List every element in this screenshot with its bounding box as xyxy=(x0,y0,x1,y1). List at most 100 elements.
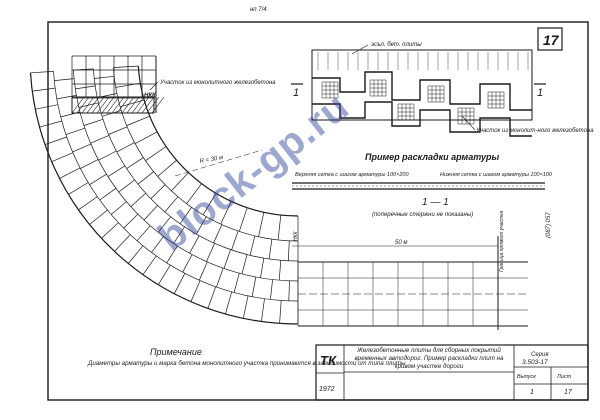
curve-arc xyxy=(137,65,299,217)
slab-joint xyxy=(116,142,135,153)
hatch-line xyxy=(111,96,125,114)
hatch-line xyxy=(121,96,135,114)
section-note: (поперечные стержни не показаны) xyxy=(372,212,473,218)
header-mark: нп 7/4 xyxy=(250,7,267,13)
slab-joint xyxy=(101,222,119,239)
label-top-mesh: Верхняя сетка с шагом арматуры 100×200 xyxy=(295,172,409,178)
hatch-line xyxy=(91,96,105,114)
slab-joint xyxy=(126,157,144,169)
tb-sheet: 17 xyxy=(564,389,573,396)
label-bottom-mesh: Нижняя сетка с шагом арматуры 100×100 xyxy=(440,172,553,178)
slab-joint xyxy=(98,150,117,161)
hatch-line xyxy=(81,96,95,114)
label-straight-border: Граница прямого участка xyxy=(499,210,505,272)
slab-joint xyxy=(123,213,139,229)
slab-joint xyxy=(30,71,54,74)
curve-arc xyxy=(73,70,299,282)
hatch-line xyxy=(116,96,130,114)
slab-joint xyxy=(186,183,202,204)
slab-joint xyxy=(94,75,115,79)
slab-joint xyxy=(216,268,224,288)
tb-series-label: Серия xyxy=(531,352,549,358)
slab-joint xyxy=(202,193,217,215)
tb-description: Железобетонные плиты для сборных покрыти… xyxy=(354,347,504,370)
hatch-line xyxy=(96,96,110,114)
hatch-line xyxy=(141,96,155,114)
tb-issue: 1 xyxy=(530,389,534,396)
sheet-number: 17 xyxy=(543,32,560,48)
slab-joint xyxy=(120,99,145,108)
slab-joint xyxy=(251,276,257,297)
note-title: Примечание xyxy=(150,347,202,357)
slab-joint xyxy=(128,245,144,264)
slab-joint xyxy=(260,258,265,278)
example-title: Пример раскладки арматуры xyxy=(365,152,499,162)
label-monolithic-left: Участок из монолитного железобетона xyxy=(159,80,276,86)
slab-joint xyxy=(136,225,151,242)
slab-joint xyxy=(89,209,108,225)
slab-joint xyxy=(288,280,290,301)
slab-joint xyxy=(78,196,98,211)
monolithic-insert xyxy=(71,96,155,114)
level-mark: НКК xyxy=(144,93,157,99)
dim-vertical: (087) 057 xyxy=(546,212,552,238)
slab-joint xyxy=(190,280,201,302)
radius-line xyxy=(174,149,263,177)
leader-edge xyxy=(351,44,369,55)
slab-joint xyxy=(157,216,171,233)
title-block: ТК 1972 Железобетонные плиты для сборных… xyxy=(315,344,589,401)
slab-joint xyxy=(143,205,158,221)
section-title: 1 — 1 xyxy=(422,197,449,208)
slab-joint xyxy=(166,245,178,264)
slab-joint xyxy=(258,212,265,237)
slab-joint xyxy=(279,300,282,324)
tb-year: 1972 xyxy=(319,386,335,393)
slab-joint xyxy=(134,131,158,145)
tb-sheet-label: Лист xyxy=(556,374,572,380)
slab-joint xyxy=(126,115,150,126)
note-text-line-1: Диаметры арматуры и марка бетона монолит… xyxy=(87,360,406,367)
hatch-line xyxy=(71,96,85,114)
slab-joint xyxy=(68,182,89,195)
slab-joint xyxy=(75,85,96,90)
slab-joint xyxy=(80,159,99,169)
hatch-line xyxy=(101,96,115,114)
slab-joint xyxy=(108,126,128,135)
slab-joint xyxy=(89,173,107,185)
slab-joint xyxy=(35,104,58,110)
slab-joint xyxy=(173,226,185,244)
slab-joint xyxy=(39,120,62,128)
slab-joint xyxy=(157,159,177,177)
slab-joint xyxy=(164,196,179,213)
straight-section xyxy=(297,236,528,330)
section-mark-right: 1 xyxy=(537,87,543,99)
slab-joint xyxy=(54,78,75,81)
slab-joint xyxy=(145,146,167,161)
slab-joint xyxy=(51,152,74,163)
slab-joint xyxy=(198,261,208,281)
plan-mesh xyxy=(317,52,529,125)
monolithic-insert-hatch xyxy=(71,96,165,114)
reinforcement-example-plan xyxy=(311,49,533,137)
slab-joint xyxy=(268,239,273,260)
tb-issue-label: Выпуск xyxy=(517,374,536,380)
title-block-frame xyxy=(315,344,589,401)
slab-joint xyxy=(179,207,192,224)
dim-50: 50 м xyxy=(395,240,407,246)
slab-joint xyxy=(206,243,215,262)
slab-joint xyxy=(90,135,110,144)
slab-joint xyxy=(130,192,146,207)
sheet-number-box xyxy=(537,27,563,51)
tb-code: ТК xyxy=(320,353,337,368)
slab-joint xyxy=(151,236,164,253)
label-edge: эсъл. бет. плиты xyxy=(371,42,422,48)
label-monolithic-right: Участок из монолит-ного железобетона xyxy=(475,128,594,134)
hatch-line xyxy=(86,96,100,114)
slab-joint xyxy=(287,240,290,261)
radius-label: R = 30 м xyxy=(199,155,223,165)
slab-joint xyxy=(59,167,81,179)
slab-joint xyxy=(223,249,231,269)
curve-arc xyxy=(53,71,299,302)
slab-joint xyxy=(261,298,265,322)
slab-joint xyxy=(114,234,131,252)
